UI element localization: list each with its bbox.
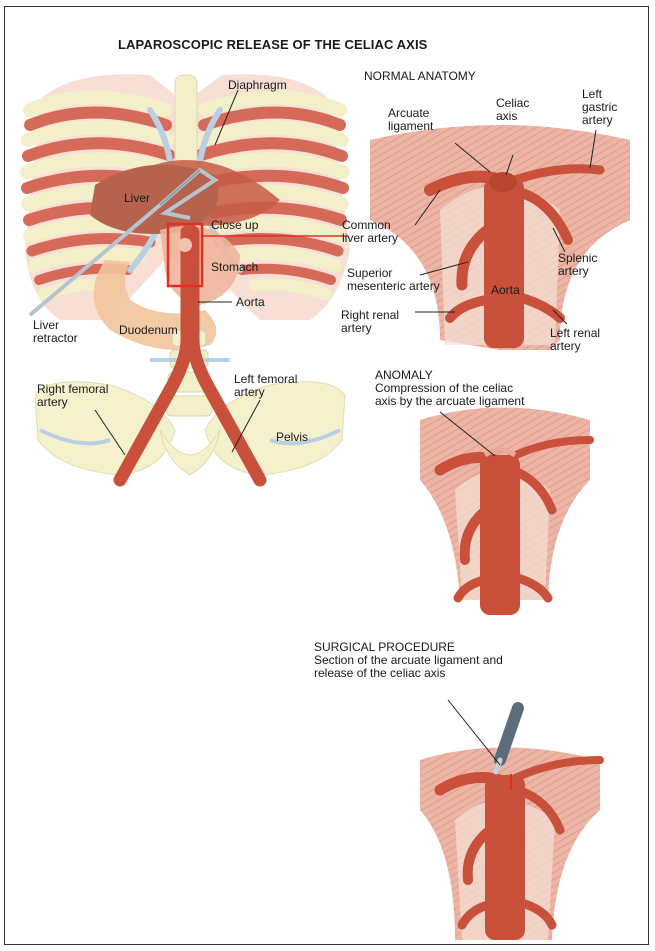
surgical-illustration xyxy=(420,700,600,940)
label-liver: Liver xyxy=(124,192,150,205)
label-close-up: Close up xyxy=(211,219,258,232)
label-arcuate-ligament: Arcuate ligament xyxy=(388,107,433,133)
label-duodenum: Duodenum xyxy=(119,324,178,337)
heading-normal-anatomy: NORMAL ANATOMY xyxy=(364,70,476,83)
label-right-renal-artery: Right renal artery xyxy=(341,309,399,335)
label-celiac-axis: Celiac axis xyxy=(496,97,529,123)
label-diaphragm: Diaphragm xyxy=(228,79,287,92)
label-common-liver-artery: Common liver artery xyxy=(342,219,398,245)
label-liver-retractor: Liver retractor xyxy=(33,319,78,345)
torso-illustration xyxy=(25,74,350,480)
anomaly-description: Compression of the celiac axis by the ar… xyxy=(375,382,524,408)
label-left-femoral-artery: Left femoral artery xyxy=(234,373,297,399)
figure-title: LAPAROSCOPIC RELEASE OF THE CELIAC AXIS xyxy=(118,37,427,52)
label-splenic-artery: Splenic artery xyxy=(558,252,597,278)
normal-anatomy-illustration xyxy=(370,125,630,350)
label-left-renal-artery: Left renal artery xyxy=(550,327,600,353)
surgical-description: Section of the arcuate ligament and rele… xyxy=(314,654,503,680)
label-aorta-left: Aorta xyxy=(236,296,265,309)
label-aorta-normal: Aorta xyxy=(491,284,520,297)
label-stomach: Stomach xyxy=(211,261,258,274)
label-right-femoral-artery: Right femoral artery xyxy=(37,383,108,409)
label-left-gastric-artery: Left gastric artery xyxy=(582,88,617,127)
anomaly-illustration xyxy=(420,408,590,616)
label-superior-mesenteric-artery: Superior mesenteric artery xyxy=(347,267,440,293)
label-pelvis: Pelvis xyxy=(276,431,308,444)
